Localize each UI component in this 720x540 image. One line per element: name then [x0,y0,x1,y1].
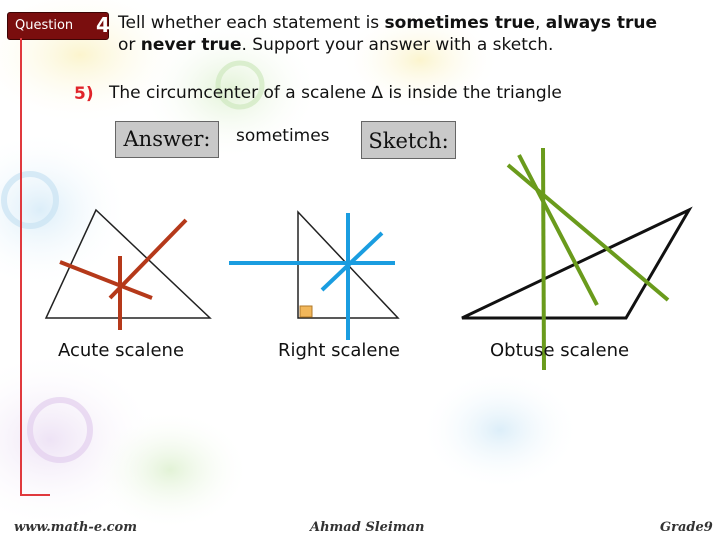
problem-statement: The circumcenter of a scalene ∆ is insid… [109,83,562,103]
right-bisector-3 [320,231,384,292]
footer-website: www.math-e.com [14,520,137,535]
acute-bisector-2 [108,218,188,300]
question-number: 4 [96,13,110,37]
answer-value: sometimes [236,126,330,146]
acute-bisector-1 [59,260,153,300]
option-never: never true [140,35,242,55]
margin-line-foot [20,494,50,496]
answer-label: Answer: [115,121,219,158]
obtuse-bisector-3 [541,147,546,371]
instructions-comma: , [534,13,546,33]
instructions-text: Tell whether each statement is [118,13,385,33]
question-word: Question [15,18,74,33]
problem-number: 5) [74,84,94,104]
acute-scalene-label: Acute scalene [58,340,185,361]
right-scalene-label: Right scalene [278,340,400,361]
footer-grade: Grade9 [660,520,713,535]
right-angle-marker [299,305,313,318]
sketch-label: Sketch: [361,121,456,159]
footer-author: Ahmad Sleiman [310,520,425,535]
instructions: Tell whether each statement is sometimes… [118,12,708,56]
option-always: always true [545,13,657,33]
question-badge: Question 4 [7,12,110,40]
obtuse-scalene-label: Obtuse scalene [490,340,630,361]
instructions-tail: . Support your answer with a sketch. [241,35,554,55]
acute-triangle [44,208,212,319]
margin-line [20,38,22,496]
obtuse-bisector-2 [517,154,599,306]
option-sometimes: sometimes true [384,13,535,33]
instructions-or: or [118,35,141,55]
